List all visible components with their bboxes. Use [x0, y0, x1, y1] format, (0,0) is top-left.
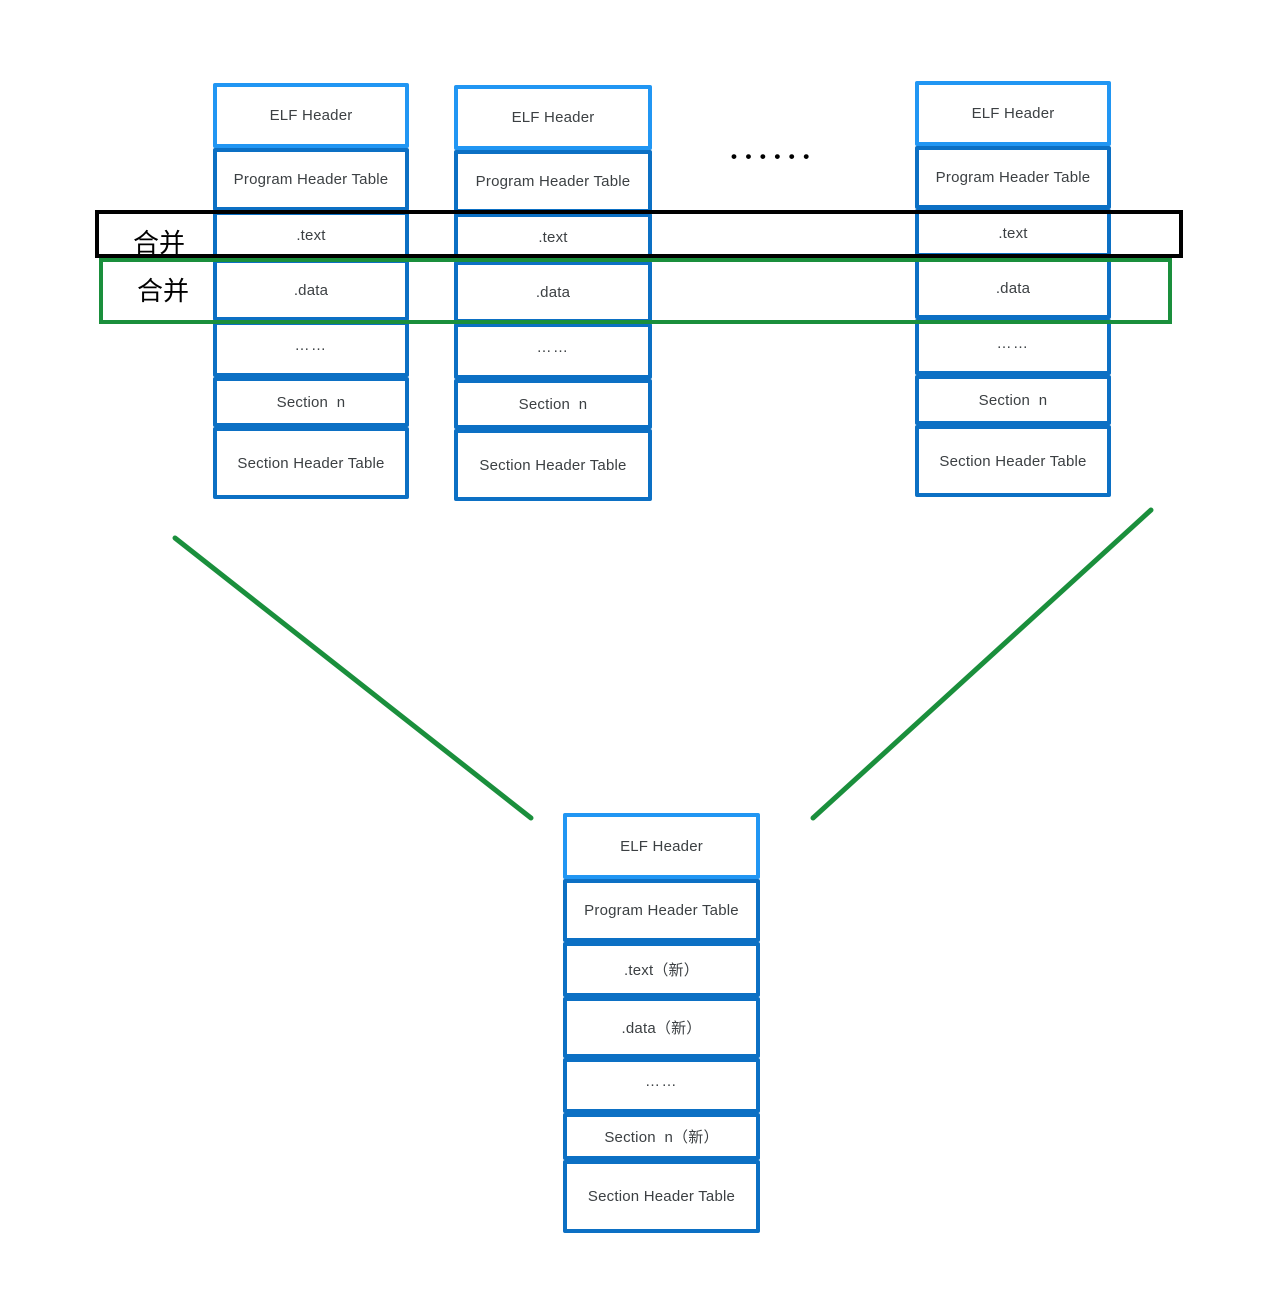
data-row-label: .data — [535, 283, 571, 301]
program-header-table-row: Program Header Table — [915, 146, 1111, 209]
data-row-label: .data — [293, 281, 329, 299]
text-row: .text — [213, 211, 409, 259]
text-row: .text（新） — [563, 942, 760, 997]
data-row-label: .data（新） — [621, 1020, 702, 1037]
section-header-table-row: Section Header Table — [915, 425, 1111, 497]
section-header-table-row: Section Header Table — [563, 1160, 760, 1233]
section-n-row: Section n — [454, 379, 652, 429]
ellipsis-row: …… — [454, 323, 652, 379]
ellipsis-row-label: …… — [536, 338, 570, 356]
section-header-table-row: Section Header Table — [213, 427, 409, 499]
section-header-table-row: Section Header Table — [454, 429, 652, 501]
program-header-table-row: Program Header Table — [454, 150, 652, 213]
section-n-row-label: Section n — [978, 391, 1048, 409]
section-header-table-row-label: Section Header Table — [587, 1188, 736, 1205]
data-row: .data — [915, 257, 1111, 319]
more-files-ellipsis: •••••• — [731, 147, 818, 166]
program-header-table-row-label: Program Header Table — [584, 902, 739, 919]
data-row: .data — [213, 259, 409, 321]
text-row-label: .text — [296, 226, 326, 244]
ellipsis-row-label: …… — [996, 334, 1030, 352]
elf-header-row-label: ELF Header — [511, 109, 595, 126]
elf-header-row: ELF Header — [454, 85, 652, 150]
elf-header-row-label: ELF Header — [971, 105, 1055, 122]
program-header-table-row: Program Header Table — [213, 148, 409, 211]
program-header-table-row-label: Program Header Table — [233, 171, 389, 188]
elf-header-row: ELF Header — [915, 81, 1111, 146]
elf-header-row: ELF Header — [213, 83, 409, 148]
ellipsis-row-label: …… — [645, 1073, 678, 1090]
section-n-row: Section n — [915, 375, 1111, 425]
text-row-label: .text（新） — [624, 962, 699, 979]
text-row: .text — [454, 213, 652, 261]
section-n-row: Section n（新） — [563, 1113, 760, 1160]
data-row-label: .data — [995, 279, 1031, 297]
elf-header-row-label: ELF Header — [620, 837, 703, 855]
text-row-label: .text — [538, 228, 568, 246]
ellipsis-row: …… — [213, 321, 409, 377]
program-header-table-row-label: Program Header Table — [935, 169, 1091, 186]
section-header-table-row-label: Section Header Table — [939, 452, 1087, 470]
section-n-row: Section n — [213, 377, 409, 427]
program-header-table-row-label: Program Header Table — [475, 173, 631, 190]
merge-flow-line-left — [172, 535, 534, 821]
merge-flow-line-right — [810, 507, 1154, 821]
section-n-row-label: Section n（新） — [604, 1129, 719, 1146]
data-row: .data（新） — [563, 997, 760, 1058]
text-row: .text — [915, 209, 1111, 257]
program-header-table-row: Program Header Table — [563, 879, 760, 942]
ellipsis-row: …… — [915, 319, 1111, 375]
section-header-table-row-label: Section Header Table — [479, 456, 627, 474]
section-n-row-label: Section n — [518, 395, 588, 413]
elf-header-row: ELF Header — [563, 813, 760, 879]
ellipsis-row: …… — [563, 1058, 760, 1113]
section-n-row-label: Section n — [276, 393, 346, 411]
section-header-table-row-label: Section Header Table — [237, 454, 385, 472]
elf-header-row-label: ELF Header — [269, 107, 353, 124]
text-row-label: .text — [998, 224, 1028, 242]
data-row: .data — [454, 261, 652, 323]
ellipsis-row-label: …… — [294, 336, 328, 354]
